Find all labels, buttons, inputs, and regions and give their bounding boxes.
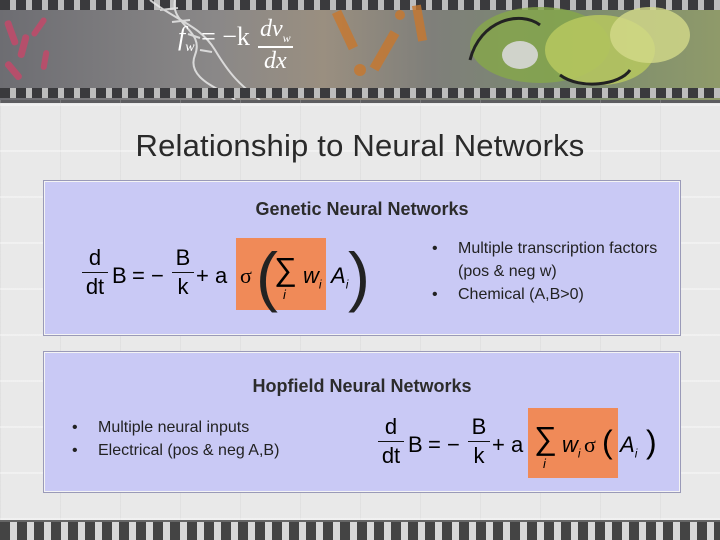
genetic-eq-b: B	[112, 263, 127, 288]
hopfield-heading: Hopfield Neural Networks	[252, 376, 472, 396]
hopfield-eq-sigma: σ	[584, 432, 596, 457]
list-item: •Chemical (A,B>0)	[432, 286, 584, 303]
hopfield-eq-minus: = −	[428, 432, 460, 457]
genetic-eq-ddt: d dt	[82, 245, 108, 300]
hopfield-eq-bk: B k	[468, 414, 490, 469]
hopfield-eq-sum: ∑	[534, 420, 557, 456]
slide-title: Relationship to Neural Networks	[135, 128, 585, 163]
hopfield-bullet-list: •Multiple neural inputs •Electrical (pos…	[72, 416, 372, 462]
genetic-eq-a: Ai	[331, 263, 349, 292]
hopfield-eq-b: B	[408, 432, 423, 457]
hopfield-eq-plus-a: + a	[492, 432, 524, 457]
footer-film-strip	[0, 520, 720, 540]
genetic-highlight	[236, 238, 326, 310]
genetic-eq-plus-a: + a	[196, 263, 228, 288]
genetic-eq-sum-index: i	[283, 287, 286, 302]
genetic-eq-sigma: σ	[240, 263, 252, 288]
genetic-eq-paren-left: (	[256, 239, 278, 313]
genetic-eq-paren-right: )	[348, 239, 370, 313]
banner-illustration	[4, 0, 690, 100]
genetic-bullet-list: •Multiple transcription factors (pos & n…	[432, 237, 672, 306]
film-strip-bottom	[0, 88, 720, 98]
header-banner: fw = −k dvw dx	[0, 0, 720, 103]
genetic-panel: Genetic Neural Networks d dt B = − B k +…	[43, 180, 681, 336]
list-item: •Multiple neural inputs	[72, 419, 250, 436]
hopfield-highlight	[528, 408, 618, 478]
hopfield-eq-paren-right: )	[646, 424, 657, 460]
hopfield-panel: Hopfield Neural Networks •Multiple neura…	[43, 351, 681, 493]
hopfield-eq-paren-left: (	[602, 424, 613, 460]
genetic-eq-minus: = −	[132, 263, 164, 288]
genetic-eq-w: wi	[303, 263, 322, 292]
hopfield-eq-ddt: d dt	[378, 414, 404, 469]
banner-formula: fw = −k	[178, 22, 250, 56]
list-item: •Multiple transcription factors (pos & n…	[432, 240, 658, 280]
genetic-eq-sum: ∑	[274, 251, 297, 287]
hopfield-eq-a: Ai	[620, 432, 638, 461]
banner-formula-fraction: dvw dx	[258, 16, 293, 74]
genetic-eq-bk: B k	[172, 245, 194, 300]
hopfield-eq-sum-index: i	[543, 456, 546, 471]
list-item: •Electrical (pos & neg A,B)	[72, 442, 280, 459]
genetic-heading: Genetic Neural Networks	[255, 199, 469, 219]
film-strip-top	[0, 0, 720, 10]
hopfield-eq-w: wi	[562, 432, 581, 461]
